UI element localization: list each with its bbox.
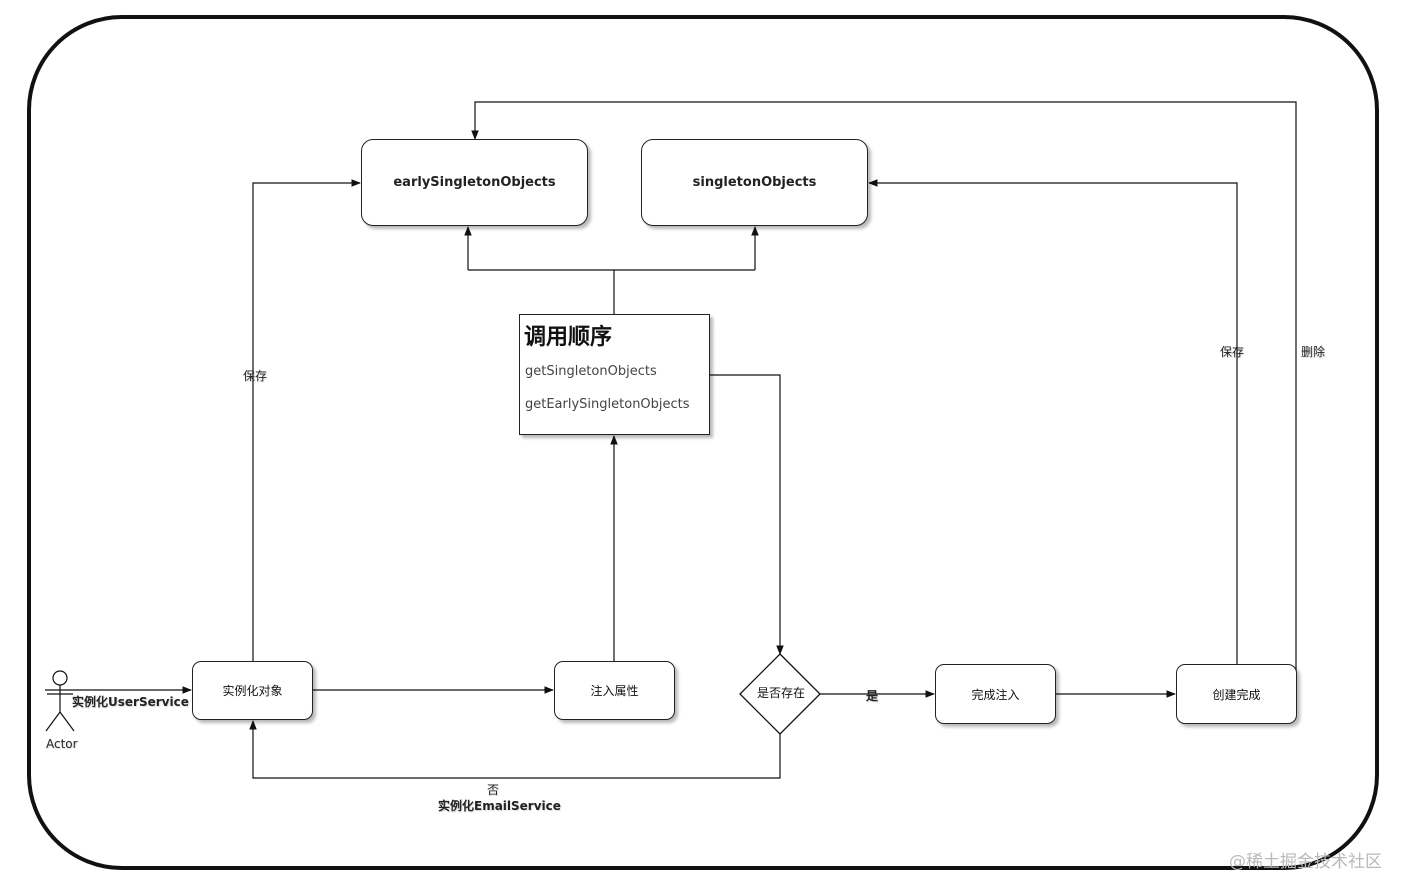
call-order-title: 调用顺序 bbox=[524, 325, 613, 350]
inject-property-node[interactable]: 注入属性 bbox=[554, 661, 675, 720]
singleton-objects-label: singletonObjects bbox=[692, 175, 817, 190]
edge-delete-early bbox=[471, 101, 1297, 694]
edge-order-exists bbox=[710, 374, 784, 655]
early-singleton-objects-node[interactable]: earlySingletonObjects bbox=[361, 139, 588, 226]
user-service-label: 实例化UserService bbox=[72, 695, 189, 709]
edge-save-early bbox=[252, 179, 361, 661]
create-done-label: 创建完成 bbox=[1212, 687, 1261, 702]
exists-decision-label: 是否存在 bbox=[756, 686, 805, 700]
email-service-label: 实例化EmailService bbox=[438, 799, 561, 813]
call-order-item-1: getSingletonObjects bbox=[525, 364, 657, 379]
edge-label-delete: 删除 bbox=[1301, 345, 1326, 359]
actor-icon bbox=[45, 670, 75, 732]
watermark: @稀土掘金技术社区 bbox=[1229, 852, 1382, 872]
call-order-box[interactable]: 调用顺序 getSingletonObjects getEarlySinglet… bbox=[519, 314, 710, 435]
finish-inject-label: 完成注入 bbox=[971, 687, 1020, 702]
edge-exists-instantiate bbox=[249, 720, 781, 779]
outer-frame bbox=[27, 15, 1379, 870]
edge-label-no: 否 bbox=[487, 783, 500, 797]
edge-label-yes: 是 bbox=[866, 689, 879, 703]
call-order-item-2: getEarlySingletonObjects bbox=[525, 397, 690, 412]
instantiate-object-label: 实例化对象 bbox=[222, 684, 283, 698]
edge-order-split bbox=[468, 269, 755, 314]
early-singleton-objects-label: earlySingletonObjects bbox=[393, 175, 556, 190]
edge-label-save-left: 保存 bbox=[243, 369, 268, 383]
decision-diamond bbox=[739, 653, 821, 735]
edge-save-singleton bbox=[868, 179, 1238, 664]
create-done-node[interactable]: 创建完成 bbox=[1176, 664, 1297, 724]
singleton-objects-node[interactable]: singletonObjects bbox=[641, 139, 868, 226]
edge-label-save-right: 保存 bbox=[1220, 345, 1245, 359]
inject-property-label: 注入属性 bbox=[590, 684, 639, 698]
finish-inject-node[interactable]: 完成注入 bbox=[935, 664, 1056, 724]
actor-label: Actor bbox=[46, 737, 78, 751]
instantiate-object-node[interactable]: 实例化对象 bbox=[192, 661, 313, 720]
